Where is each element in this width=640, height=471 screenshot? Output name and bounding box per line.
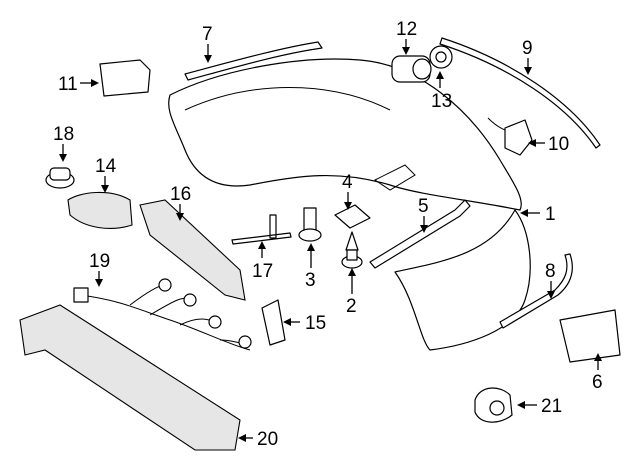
- callout-11: 11: [58, 74, 99, 95]
- callout-12: 12: [396, 19, 417, 55]
- callout-4: 4: [342, 172, 353, 210]
- wire-harness-part: [73, 278, 252, 351]
- callout-3: 3: [305, 243, 316, 291]
- callout-21: 21: [517, 396, 562, 417]
- svg-text:14: 14: [95, 156, 117, 177]
- svg-text:11: 11: [58, 74, 78, 95]
- svg-text:12: 12: [396, 19, 417, 40]
- svg-text:6: 6: [592, 372, 603, 393]
- svg-text:3: 3: [305, 270, 316, 291]
- callout-18: 18: [53, 124, 74, 162]
- trim-strip-part: [439, 37, 601, 149]
- callout-10: 10: [528, 134, 569, 155]
- callout-9: 9: [522, 38, 533, 75]
- svg-text:13: 13: [431, 91, 452, 112]
- callout-13: 13: [431, 71, 452, 112]
- svg-text:16: 16: [170, 184, 191, 205]
- module-part: [99, 59, 151, 97]
- svg-text:7: 7: [202, 24, 213, 45]
- svg-text:4: 4: [342, 172, 353, 193]
- callout-6: 6: [592, 353, 603, 393]
- svg-text:20: 20: [257, 429, 278, 450]
- bumper-cover-part: [168, 58, 531, 351]
- callout-20: 20: [238, 429, 278, 450]
- callout-15: 15: [283, 313, 326, 334]
- svg-text:2: 2: [346, 296, 357, 317]
- svg-text:17: 17: [252, 261, 273, 282]
- sensor-ring-part: [429, 45, 453, 69]
- side-absorber-part: [67, 191, 133, 229]
- upper-molding-part: [184, 41, 323, 81]
- retainer-pin-part: [231, 214, 292, 245]
- reflector-part: [559, 309, 621, 363]
- energy-absorber-part: [139, 199, 246, 301]
- svg-text:10: 10: [548, 134, 569, 155]
- callout-5: 5: [418, 196, 429, 233]
- impact-bar-part: [19, 304, 241, 451]
- svg-text:5: 5: [418, 196, 429, 217]
- svg-text:19: 19: [89, 251, 110, 272]
- screw-part: [341, 231, 363, 269]
- callout-19: 19: [89, 251, 110, 287]
- svg-text:18: 18: [53, 124, 74, 145]
- clip-nut-part: [334, 204, 371, 229]
- park-sensor-part: [391, 55, 432, 83]
- callout-8: 8: [545, 261, 556, 299]
- svg-text:15: 15: [305, 313, 326, 334]
- svg-text:8: 8: [545, 261, 556, 282]
- bracket-part: [369, 199, 471, 269]
- sensor-bracket-part: [504, 119, 533, 156]
- svg-text:9: 9: [522, 38, 533, 59]
- svg-text:21: 21: [541, 396, 562, 417]
- callout-14: 14: [95, 156, 117, 193]
- bolt-part: [298, 207, 322, 242]
- side-molding-part: [499, 253, 573, 329]
- callout-2: 2: [346, 268, 357, 317]
- sensor-housing-part: [474, 387, 513, 423]
- callout-16: 16: [170, 184, 191, 221]
- svg-text:1: 1: [545, 204, 556, 225]
- grommet-part: [45, 167, 75, 189]
- callout-1: 1: [520, 204, 556, 225]
- callout-7: 7: [202, 24, 213, 63]
- callout-17: 17: [252, 241, 273, 282]
- small-bracket-part: [261, 299, 286, 346]
